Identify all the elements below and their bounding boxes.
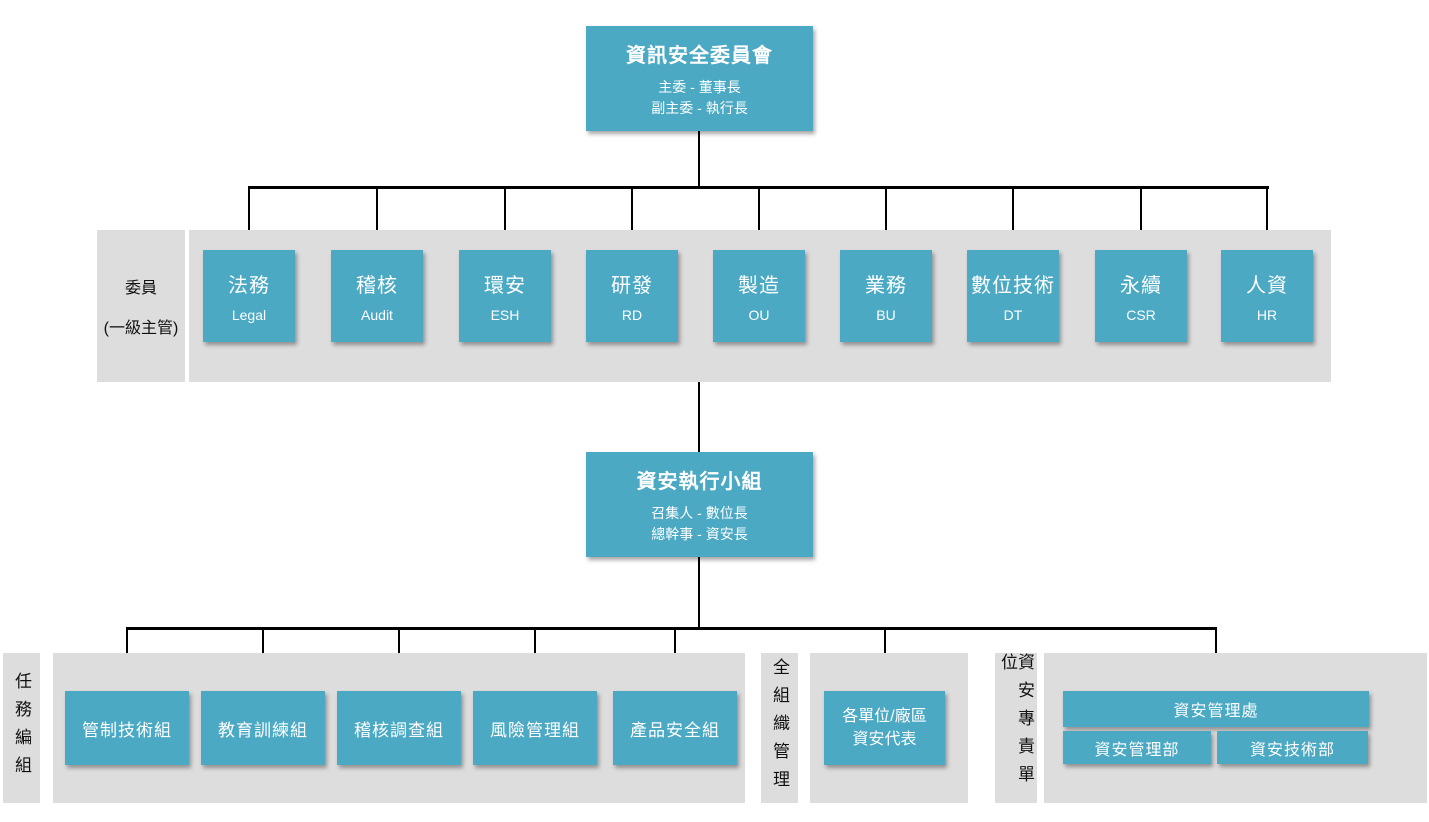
task-box-label: 產品安全組 <box>630 720 720 740</box>
member-en-label: HR <box>1256 307 1278 323</box>
connector-band-to-exec <box>698 382 700 452</box>
exec-team-box: 資安執行小組 召集人 - 數位長 總幹事 - 資安長 <box>586 452 813 557</box>
task-box-label: 管制技術組 <box>82 720 172 740</box>
member-box-csr: 永續 CSR <box>1095 250 1187 342</box>
member-en-label: BU <box>876 307 896 323</box>
connector-committee-stem <box>698 131 700 187</box>
member-en-label: OU <box>748 307 770 323</box>
connector-drop-dt <box>1012 187 1014 251</box>
org-band-label: 全組織管理 <box>761 653 798 803</box>
rep-box: 各單位/廠區 資安代表 <box>824 691 945 765</box>
member-en-label: Legal <box>231 307 267 323</box>
committee-box: 資訊安全委員會 主委 - 董事長 副主委 - 執行長 <box>586 26 813 131</box>
task-box-label: 稽核調查組 <box>354 720 444 740</box>
member-zh-label: 永續 <box>1120 275 1162 297</box>
task-band-label-text: 任務編組 <box>12 672 31 784</box>
member-zh-label: 研發 <box>611 275 653 297</box>
committee-role-line2: 副主委 - 執行長 <box>651 99 748 116</box>
member-zh-label: 數位技術 <box>971 275 1055 297</box>
security-tech-dept-box: 資安技術部 <box>1217 731 1368 764</box>
member-box-hr: 人資 HR <box>1221 250 1313 342</box>
connector-exec-stem <box>698 557 700 628</box>
member-box-legal: 法務 Legal <box>203 250 295 342</box>
connector-bottom-hline <box>126 627 1217 630</box>
security-office-box: 資安管理處 <box>1063 691 1369 727</box>
connector-drop-ou <box>758 187 760 251</box>
security-office-label: 資安管理處 <box>1173 703 1259 720</box>
security-mgmt-dept-box: 資安管理部 <box>1063 731 1211 764</box>
dedicated-band <box>1044 653 1427 803</box>
member-box-ou: 製造 OU <box>713 250 805 342</box>
exec-team-title: 資安執行小組 <box>636 471 763 494</box>
member-zh-label: 環安 <box>484 275 526 297</box>
org-band-label-text: 全組織管理 <box>770 658 789 798</box>
member-en-label: RD <box>621 307 643 323</box>
dedicated-band-label: 資安專責單位 <box>995 653 1037 803</box>
committee-roles: 主委 - 董事長 副主委 - 執行長 <box>651 77 747 118</box>
task-band-label: 任務編組 <box>3 653 40 803</box>
member-box-dt: 數位技術 DT <box>967 250 1059 342</box>
member-en-label: CSR <box>1126 307 1156 323</box>
member-box-rd: 研發 RD <box>586 250 678 342</box>
committee-title: 資訊安全委員會 <box>626 45 773 68</box>
task-box-control-tech: 管制技術組 <box>65 691 189 765</box>
task-box-training: 教育訓練組 <box>201 691 325 765</box>
task-box-label: 風險管理組 <box>490 720 580 740</box>
task-box-label: 教育訓練組 <box>218 720 308 740</box>
member-zh-label: 業務 <box>865 275 907 297</box>
rep-box-line1: 各單位/廠區 <box>842 707 927 725</box>
connector-drop-legal <box>248 187 250 251</box>
committee-role-line1: 主委 - 董事長 <box>658 79 741 96</box>
exec-role-line1: 召集人 - 數位長 <box>651 505 748 522</box>
member-zh-label: 製造 <box>738 275 780 297</box>
dedicated-band-label-text: 資安專責單位 <box>998 653 1034 793</box>
member-zh-label: 人資 <box>1246 275 1288 297</box>
task-box-risk-management: 風險管理組 <box>473 691 597 765</box>
task-box-product-security: 產品安全組 <box>613 691 737 765</box>
member-en-label: ESH <box>490 307 520 323</box>
members-band-label-line2: (一級主管) <box>103 320 179 337</box>
security-mgmt-dept-label: 資安管理部 <box>1094 741 1180 759</box>
member-en-label: Audit <box>361 307 393 323</box>
connector-drop-csr <box>1140 187 1142 251</box>
security-tech-dept-label: 資安技術部 <box>1249 741 1335 759</box>
member-zh-label: 法務 <box>228 275 270 297</box>
exec-role-line2: 總幹事 - 資安長 <box>651 525 748 542</box>
connector-drop-esh <box>504 187 506 251</box>
rep-box-line2: 資安代表 <box>852 731 917 748</box>
connector-drop-hr <box>1266 187 1268 251</box>
member-zh-label: 稽核 <box>356 275 398 297</box>
member-box-bu: 業務 BU <box>840 250 932 342</box>
member-box-esh: 環安 ESH <box>459 250 551 342</box>
task-box-audit-investigation: 稽核調查組 <box>337 691 461 765</box>
connector-drop-bu <box>885 187 887 251</box>
connector-drop-audit <box>376 187 378 251</box>
member-en-label: DT <box>1003 307 1023 323</box>
members-band-label-line1: 委員 <box>124 280 157 297</box>
connector-drop-rd <box>631 187 633 251</box>
exec-team-roles: 召集人 - 數位長 總幹事 - 資安長 <box>651 503 747 544</box>
member-box-audit: 稽核 Audit <box>331 250 423 342</box>
members-band-label: 委員 (一級主管) <box>97 230 185 382</box>
